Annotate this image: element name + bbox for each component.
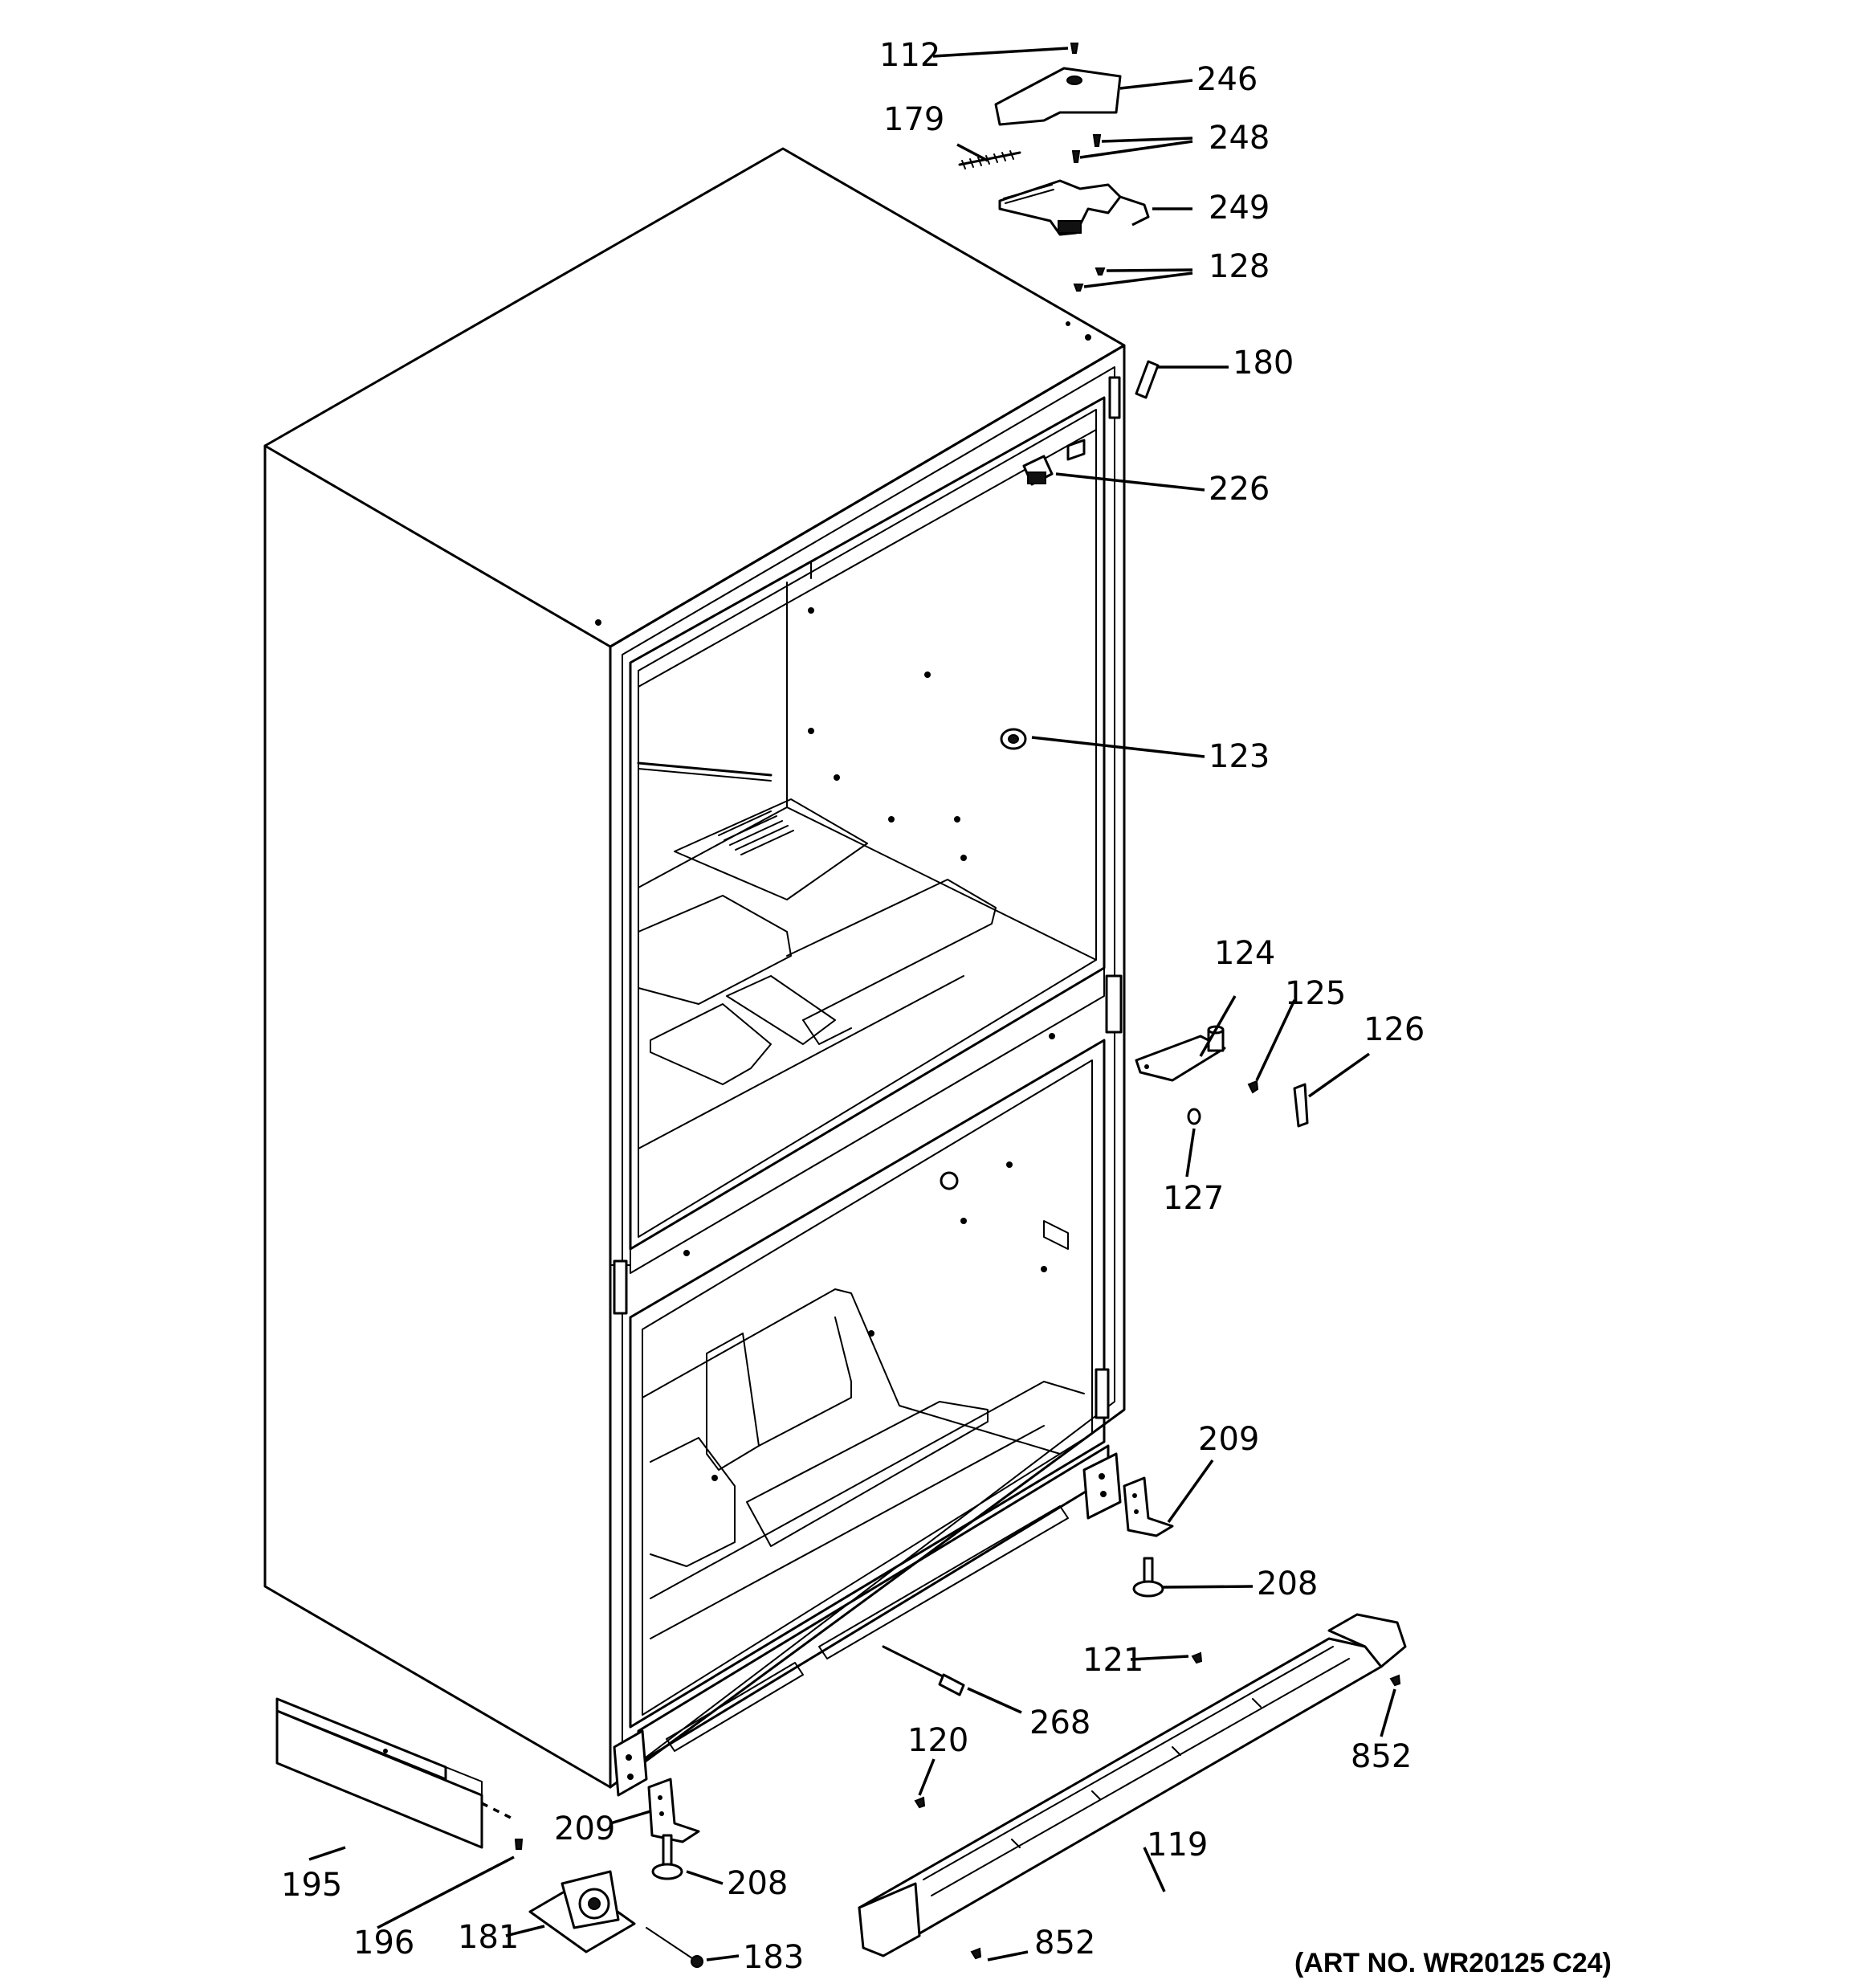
- part-128-screw-a: [1095, 267, 1106, 276]
- part-127-plug: [1187, 1108, 1201, 1125]
- part-125-screw: [1247, 1080, 1259, 1094]
- art-number: (ART NO. WR20125 C24): [1294, 1948, 1612, 1978]
- callout-180: 180: [1233, 345, 1294, 382]
- part-126-cap: [1293, 1083, 1309, 1128]
- part-248-screw-b: [1071, 150, 1081, 163]
- callout-852-bottom: 852: [1034, 1925, 1095, 1961]
- callout-123: 123: [1209, 738, 1270, 775]
- callout-196: 196: [353, 1925, 414, 1961]
- part-181-roller-assembly: [528, 1870, 636, 1953]
- callout-249: 249: [1209, 190, 1270, 227]
- callout-852-right: 852: [1351, 1738, 1412, 1775]
- part-209-bracket-left: [647, 1778, 700, 1843]
- callout-195: 195: [281, 1867, 342, 1904]
- part-268-pin: [882, 1645, 965, 1696]
- part-196-screw: [514, 1839, 524, 1850]
- part-128-screw-b: [1073, 284, 1084, 292]
- refrigerator-cabinet: [263, 147, 1126, 1797]
- callout-127: 127: [1163, 1180, 1224, 1217]
- callout-labels: 112 246 179 248 249 128 180 226 123 124 …: [281, 37, 1612, 1978]
- callout-119: 119: [1147, 1827, 1208, 1863]
- part-226-switch: [1022, 439, 1086, 486]
- part-208-leveling-leg-right: [1132, 1557, 1164, 1598]
- part-123-plug: [1000, 728, 1027, 750]
- part-852-screw-right: [1389, 1674, 1401, 1687]
- part-112-screw: [1070, 43, 1079, 54]
- callout-248: 248: [1209, 120, 1270, 157]
- part-119-base-grille: [858, 1613, 1407, 1957]
- callout-268: 268: [1029, 1704, 1090, 1741]
- callout-209-left: 209: [554, 1810, 615, 1847]
- part-120-screw: [914, 1796, 926, 1809]
- part-121-screw: [1191, 1651, 1203, 1664]
- callout-128: 128: [1209, 248, 1270, 285]
- callout-124: 124: [1214, 935, 1275, 972]
- callout-208-right: 208: [1257, 1565, 1318, 1602]
- part-209-bracket-right: [1123, 1476, 1174, 1537]
- callout-126: 126: [1364, 1011, 1425, 1048]
- part-183-bolt: [646, 1927, 703, 1968]
- callout-leaders: [308, 47, 1396, 1961]
- callout-246: 246: [1196, 61, 1258, 98]
- part-179-spring: [958, 150, 1021, 169]
- callout-125: 125: [1285, 975, 1346, 1012]
- part-208-leveling-leg-left: [651, 1834, 683, 1880]
- callout-226: 226: [1209, 471, 1270, 508]
- callout-208-left: 208: [727, 1865, 788, 1902]
- part-195-trim-panel: [275, 1697, 515, 1849]
- part-246-hinge-cover: [994, 67, 1122, 126]
- callout-121: 121: [1082, 1642, 1143, 1679]
- vent-slots: [718, 810, 794, 855]
- part-248-screw-a: [1092, 134, 1102, 147]
- callout-181: 181: [458, 1919, 519, 1956]
- callout-112: 112: [879, 37, 940, 74]
- part-249-upper-hinge: [998, 179, 1150, 236]
- callout-209-right: 209: [1198, 1421, 1259, 1458]
- part-852-screw-bottom: [970, 1947, 982, 1960]
- callout-179: 179: [883, 101, 944, 138]
- part-180-clip: [1135, 360, 1160, 399]
- callout-120: 120: [907, 1722, 968, 1759]
- callout-183: 183: [743, 1939, 804, 1976]
